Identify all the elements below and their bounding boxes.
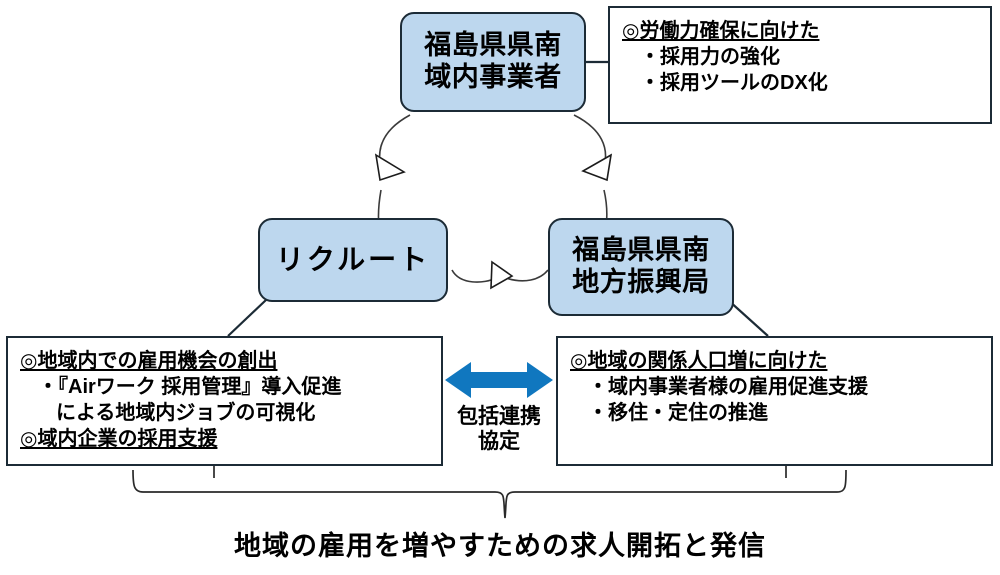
bottom-caption: 地域の雇用を増やすための求人開拓と発信	[234, 531, 766, 561]
node-top-line1: 福島県県南	[424, 30, 562, 61]
node-left-line1: リクルート	[275, 244, 431, 276]
connector-left-node-to-box	[227, 299, 267, 337]
detail-line: ・採用力の強化	[640, 46, 780, 68]
detail-line: ・『Airワーク 採用管理』導入促進	[38, 376, 342, 398]
node-fukushima-kennan-local-businesses[interactable]: 福島県県南 域内事業者	[400, 12, 586, 112]
detail-line: ◎地域内での雇用機会の創出	[20, 350, 278, 372]
detail-box-bottom-left: ◎地域内での雇用機会の創出 ・『Airワーク 採用管理』導入促進 による地域内ジ…	[6, 336, 443, 466]
node-fukushima-kennan-regional-bureau[interactable]: 福島県県南 地方振興局	[548, 218, 734, 316]
comprehensive-partnership-agreement: 包括連携 協定	[444, 360, 554, 468]
cycle-arrowhead-bottom	[490, 260, 514, 290]
node-recruit[interactable]: リクルート	[258, 218, 448, 302]
cycle-arrowhead-left	[374, 153, 406, 182]
detail-line: ◎労働力確保に向けた	[622, 20, 820, 42]
detail-line: による地域内ジョブの可視化	[56, 402, 316, 424]
node-right-line2: 地方振興局	[572, 267, 710, 297]
node-top-line2: 域内事業者	[424, 62, 562, 92]
pact-label-line1: 包括連携	[457, 405, 541, 428]
connector-right-node-to-box	[727, 299, 769, 337]
pact-label: 包括連携 協定	[457, 404, 541, 454]
double-headed-arrow-icon	[445, 362, 553, 398]
node-right-line1: 福島県県南	[572, 235, 710, 266]
detail-line: ・域内事業者様の雇用促進支援	[588, 376, 868, 398]
detail-box-top-right: ◎労働力確保に向けた ・採用力の強化 ・採用ツールのDX化	[608, 6, 992, 124]
bottom-curly-brace	[132, 466, 847, 519]
detail-line: ◎地域の関係人口増に向けた	[570, 350, 828, 372]
detail-line: ◎域内企業の採用支援	[20, 428, 218, 450]
cycle-arrowhead-right	[581, 153, 613, 182]
detail-line: ・移住・定住の推進	[588, 402, 768, 424]
pact-label-line2: 協定	[478, 430, 520, 454]
detail-box-bottom-right: ◎地域の関係人口増に向けた ・域内事業者様の雇用促進支援 ・移住・定住の推進	[556, 336, 993, 466]
detail-line: ・採用ツールのDX化	[640, 72, 828, 94]
